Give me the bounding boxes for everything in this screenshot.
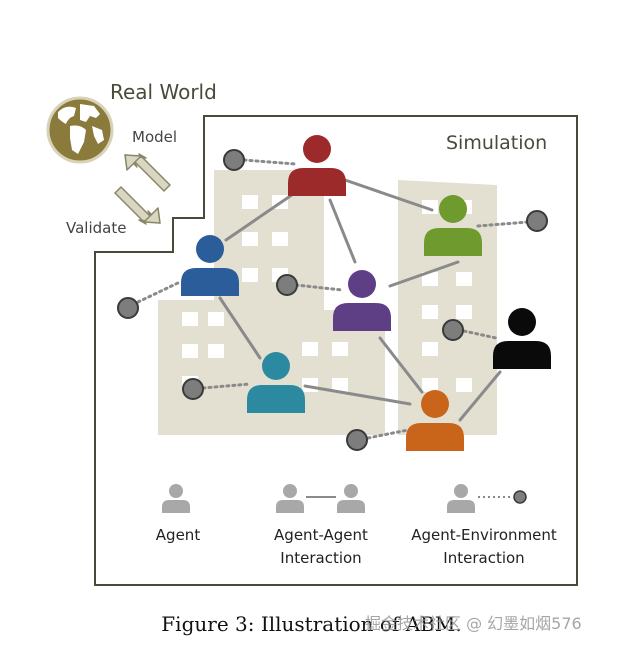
legend-agent-agent-label: Agent-Agent Interaction <box>274 526 368 567</box>
environment-node-icon <box>276 274 298 296</box>
link-red-purple <box>328 198 357 264</box>
agent-icon <box>181 235 239 296</box>
environment-node-icon <box>526 210 548 232</box>
agent-icon <box>493 308 551 369</box>
agent-environment-links <box>136 158 530 440</box>
environment-nodes <box>117 149 548 451</box>
link-red-blue <box>224 186 304 242</box>
real-world-label: Real World <box>110 80 217 104</box>
agent-agent-links <box>218 178 502 422</box>
agent-icon <box>424 195 482 256</box>
environment-node-icon <box>182 378 204 400</box>
link-purple-green <box>388 260 460 288</box>
agent-icon <box>247 352 305 413</box>
agent-icon <box>288 135 346 196</box>
environment-node-icon <box>346 429 368 451</box>
link-red-green <box>343 178 434 212</box>
validate-label: Validate <box>66 219 127 237</box>
link-blue-teal <box>218 296 262 360</box>
link-black-orange <box>458 370 502 422</box>
legend-agent-environment-icon <box>447 484 527 513</box>
legend-agent-icon <box>162 484 190 513</box>
simulation-frame <box>94 115 578 586</box>
double-arrow-icon <box>114 153 171 225</box>
globe-icon <box>46 96 114 164</box>
figure-caption: Figure 3: Illustration of ABM. <box>161 612 462 636</box>
agent-icon <box>406 390 464 451</box>
legend-agent-environment-label: Agent-Environment Interaction <box>411 526 557 567</box>
environment-node-icon <box>117 297 139 319</box>
environment-node-icon <box>223 149 245 171</box>
agent-icon <box>333 270 391 331</box>
legend-agent-agent-icon <box>276 484 365 513</box>
link-purple-orange <box>378 336 424 394</box>
model-label: Model <box>132 128 178 146</box>
watermark: 掘金技术社区 @ 幻墨如烟576 <box>365 614 582 633</box>
legend-agent-label: Agent <box>155 526 201 544</box>
environment-node-icon <box>442 319 464 341</box>
link-teal-orange <box>303 384 412 406</box>
simulation-label: Simulation <box>446 132 548 154</box>
